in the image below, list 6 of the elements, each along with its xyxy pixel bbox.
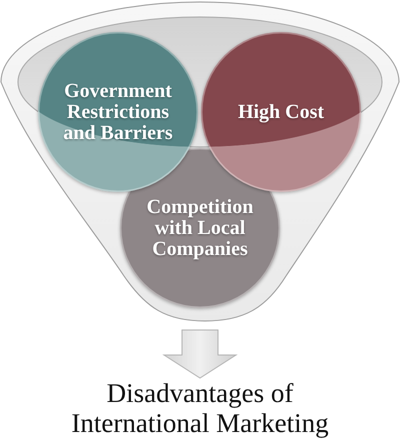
outcome-label: Disadvantages of International Marketing	[50, 378, 350, 438]
funnel	[0, 0, 400, 324]
circle-label: Competition with Local Companies	[146, 196, 254, 260]
circle-label: Government Restrictions and Barriers	[62, 80, 174, 144]
circle-label: High Cost	[238, 102, 324, 122]
block-arrow	[162, 330, 238, 379]
